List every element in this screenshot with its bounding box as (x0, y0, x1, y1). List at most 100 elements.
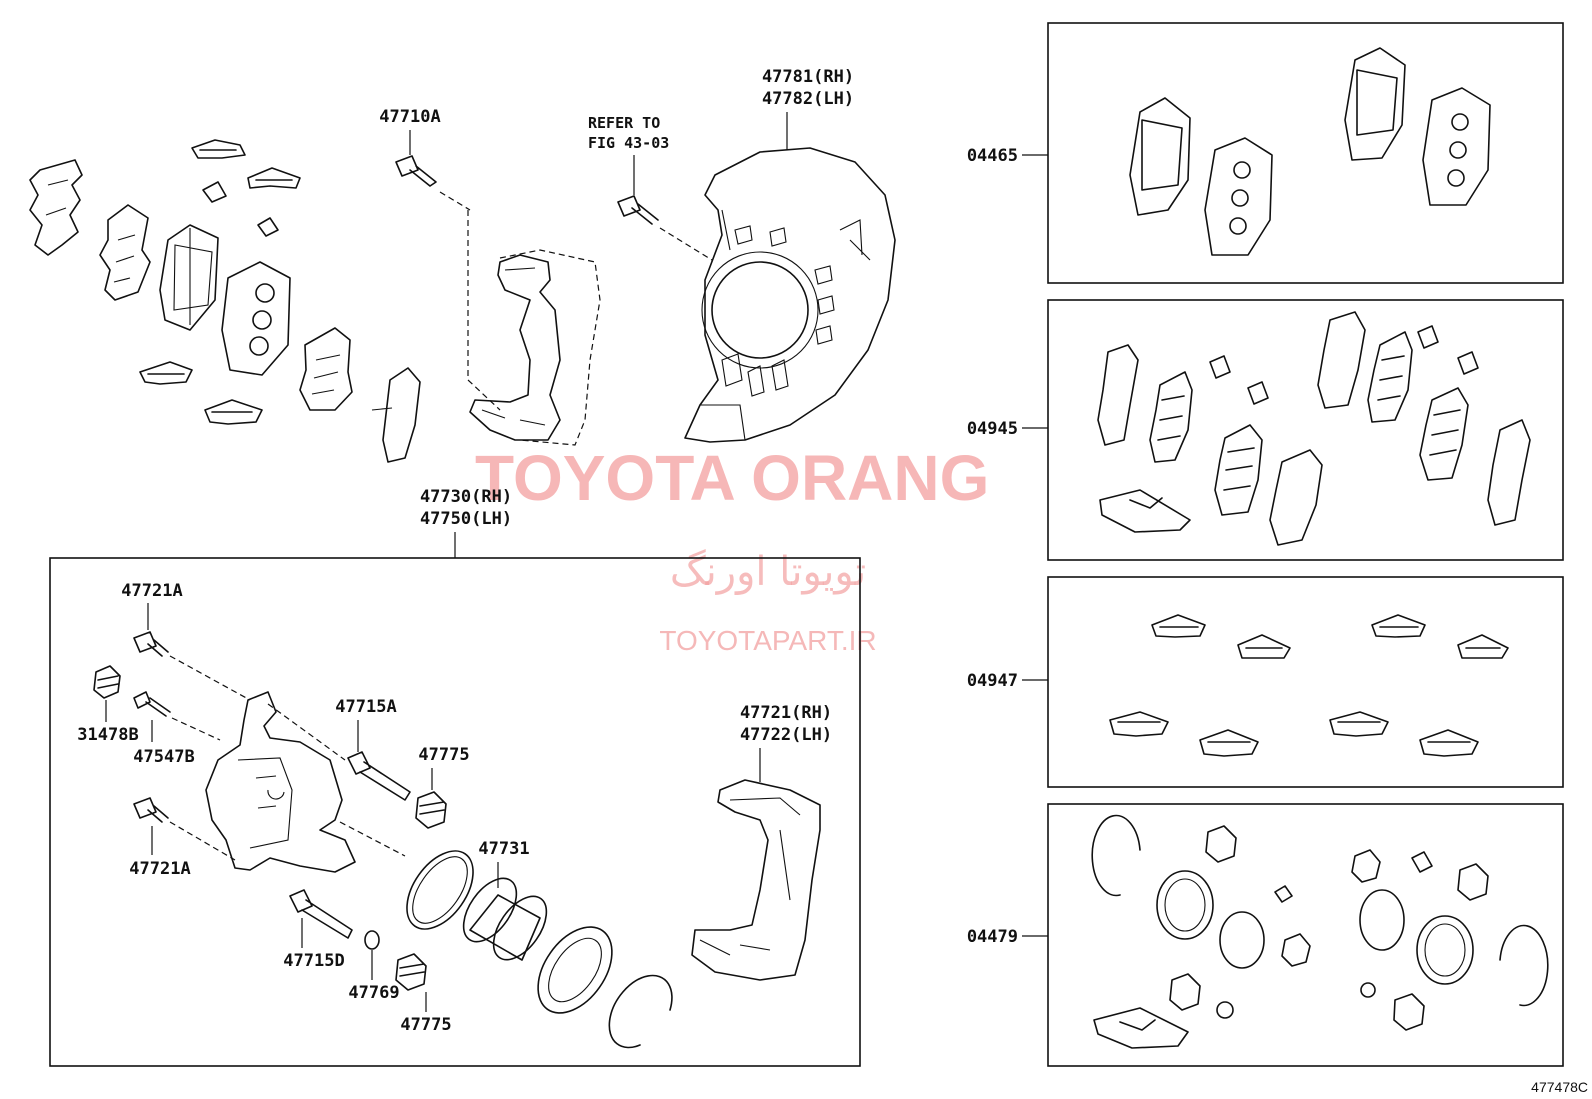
watermark-persian: تویوتا اورنگ (670, 549, 866, 595)
pad-shim-3 (299, 327, 353, 411)
bleeder-47547B (133, 691, 171, 717)
kit-boot-2 (1416, 915, 1474, 985)
kit-clip-c (1371, 614, 1426, 638)
callout-47781: 47781(RH) (762, 67, 854, 87)
dust-shield-hub-hole (711, 261, 809, 359)
kit-clip-d (1457, 634, 1509, 659)
pad-shim-4-tab (371, 407, 393, 411)
kit-04479: 04479 (967, 803, 1564, 1067)
callout-47715D: 47715D (283, 951, 344, 971)
kit-code-04479: 04479 (967, 927, 1018, 947)
caliper-mounting-47721 (691, 779, 821, 981)
kit-snap-ring-1 (1091, 814, 1141, 897)
bolt-47721A-top (133, 631, 169, 657)
mounting-bolt-group: 47710A (379, 107, 601, 446)
kit-clip-f (1199, 729, 1259, 757)
bolt-47721A-bottom-axis (169, 821, 236, 861)
kit-pad-b-hole3 (1229, 217, 1247, 235)
refer-note-line2: FIG 43-03 (588, 134, 669, 152)
piston-face (492, 895, 548, 961)
pin-47715A (347, 751, 411, 801)
kit-pad-a (1129, 97, 1191, 216)
kit-clip-3 (1417, 325, 1439, 349)
dust-shield (684, 147, 896, 443)
pad-hole-3 (249, 336, 269, 356)
kit-seal-1 (1219, 911, 1265, 969)
kit-pad-b-hole1 (1233, 161, 1251, 179)
callout-47730: 47730(RH) (420, 487, 512, 507)
brake-pad-group (29, 139, 421, 463)
caliper-piston-axis (339, 821, 406, 857)
dust-shield-ring (701, 251, 819, 369)
kit-pad-d-hole3 (1447, 169, 1465, 187)
pad-shim-4 (382, 367, 421, 463)
kit-04945: 04945 (967, 299, 1564, 561)
kit-ring-3 (1411, 851, 1433, 873)
callout-47769: 47769 (348, 983, 399, 1003)
kit-shim-4 (1269, 449, 1323, 546)
piston-back (462, 877, 518, 943)
kit-dust-boot-4 (1351, 849, 1381, 883)
piston-47731 (469, 894, 541, 961)
kit-ring-2 (1216, 1001, 1234, 1019)
kit-code-04947: 04947 (967, 671, 1018, 691)
pin-47715D (289, 889, 353, 939)
bolt-47721A-bottom (133, 797, 169, 823)
pad-shim-detail (45, 179, 69, 216)
pad-shim-inner-detail (113, 234, 136, 283)
kit-dust-boot-3 (1169, 973, 1201, 1011)
kit-clip-4 (1457, 351, 1479, 375)
bolt-refer (617, 195, 659, 225)
kit-box-04947 (1047, 576, 1564, 788)
caliper-assembly-group: 47730(RH) 47750(LH) 47721A 31478B 47547B… (49, 487, 861, 1067)
brake-pad-1 (159, 224, 219, 331)
kit-box-04465 (1047, 22, 1564, 284)
kit-shim-6 (1367, 331, 1413, 423)
pad-clip-5 (139, 361, 193, 385)
kit-box-04945 (1047, 299, 1564, 561)
mounting-bracket (469, 254, 561, 441)
pad-hole-2 (252, 310, 272, 330)
snap-ring (608, 974, 673, 1049)
kit-grease-pack-2 (1093, 1007, 1189, 1049)
callout-31478B: 31478B (77, 725, 138, 745)
kit-code-04945: 04945 (967, 419, 1018, 439)
kit-shim-7 (1419, 387, 1469, 481)
bolt-47710A-axis (439, 191, 501, 411)
caliper-mounting-detail (699, 797, 801, 956)
kit-dust-boot-6 (1393, 993, 1425, 1031)
kit-boot-1-inner (1164, 878, 1206, 932)
callout-47731: 47731 (478, 839, 529, 859)
boot-47775-bottom (395, 953, 427, 991)
bracket-phantom (499, 249, 601, 446)
kit-clip-a (1151, 614, 1206, 638)
kit-shim-2 (1149, 371, 1193, 463)
kit-snap-ring-2 (1499, 924, 1549, 1007)
mounting-bracket-detail (481, 267, 546, 426)
kit-boot-1 (1156, 870, 1214, 940)
kit-pad-c (1344, 47, 1406, 161)
kit-seal-2 (1359, 889, 1405, 951)
kit-shim-1 (1097, 344, 1139, 446)
bolt-47721A-top-axis (169, 655, 251, 701)
kit-code-04465: 04465 (967, 146, 1018, 166)
kit-clip-h (1419, 729, 1479, 757)
callout-47782: 47782(LH) (762, 89, 854, 109)
dust-shield-slots (721, 225, 835, 397)
bolt-47710A (395, 155, 437, 187)
kit-clip-b (1237, 634, 1291, 659)
kit-dust-boot-2 (1281, 933, 1311, 967)
callout-47721: 47721(RH) (740, 703, 832, 723)
kit-clip-2 (1247, 381, 1269, 405)
piston-seal-inner (412, 856, 468, 924)
kit-dust-boot-1 (1205, 825, 1237, 863)
kit-shim-5 (1317, 311, 1366, 409)
pad-clip-6 (204, 399, 263, 425)
callout-47750: 47750(LH) (420, 509, 512, 529)
kit-pad-d-hole2 (1449, 141, 1467, 159)
kit-pad-d (1422, 87, 1491, 206)
caliper-body-detail (237, 757, 293, 849)
watermark-url: TOYOTAPART.IR (659, 625, 876, 656)
